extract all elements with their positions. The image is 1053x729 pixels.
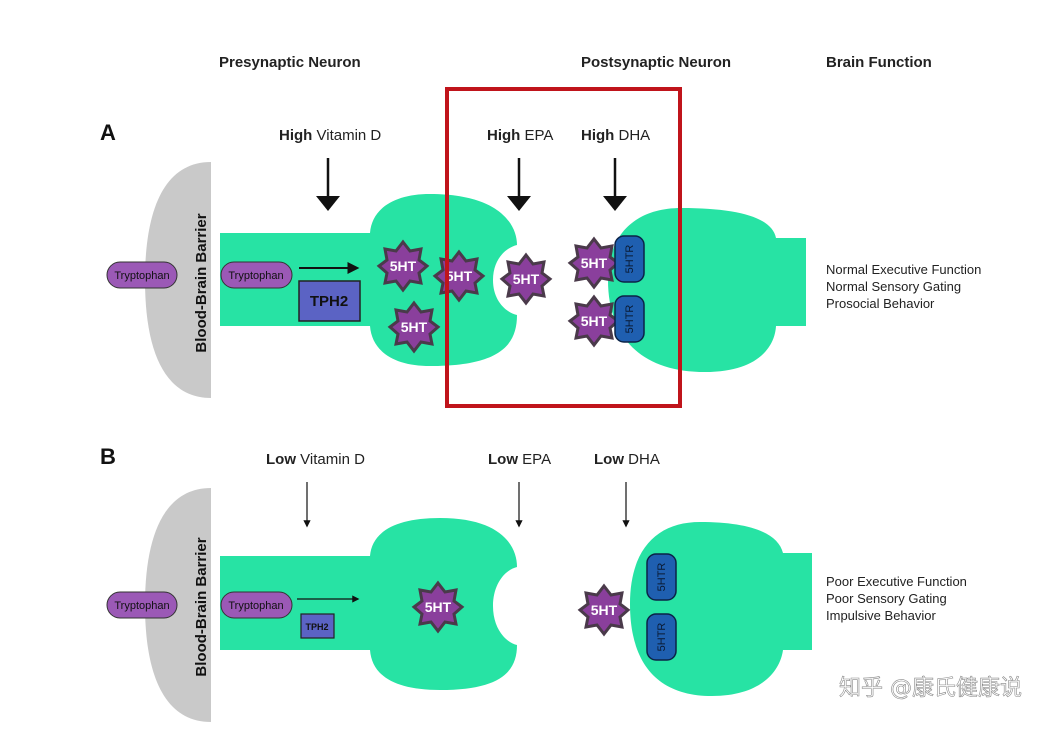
panel-b-barrier-label: Blood-Brain Barrier bbox=[193, 537, 210, 676]
svg-text:5HTR: 5HTR bbox=[656, 623, 668, 652]
panel-b-receptor-1: 5HTR bbox=[646, 553, 677, 601]
panel-b-tryptophan-inside bbox=[220, 591, 293, 619]
panel-b: B Low Vitamin D Low EPA Low DHA Blood-Br… bbox=[100, 444, 967, 722]
svg-text:5HTR: 5HTR bbox=[624, 305, 636, 334]
svg-text:5HT: 5HT bbox=[401, 319, 428, 335]
panel-a-tryptophan-inside bbox=[220, 261, 293, 289]
panel-b-function-1: Poor Executive Function bbox=[826, 574, 967, 589]
panel-b-presynaptic-neuron bbox=[220, 518, 517, 690]
panel-b-function-3: Impulsive Behavior bbox=[826, 608, 936, 623]
header-brain-function: Brain Function bbox=[826, 54, 932, 71]
panel-a-tryptophan-outside bbox=[106, 261, 178, 289]
panel-a-dha-label: High DHA bbox=[581, 127, 650, 144]
panel-a-postsynaptic-neuron bbox=[608, 208, 806, 372]
panel-a-tryptophan-outside-label: Tryptophan bbox=[114, 270, 169, 282]
panel-a-function-1: Normal Executive Function bbox=[826, 262, 981, 277]
panel-a-function-2: Normal Sensory Gating bbox=[826, 279, 961, 294]
panel-b-vitamin-d-label: Low Vitamin D bbox=[266, 451, 365, 468]
svg-text:5HT: 5HT bbox=[581, 255, 608, 271]
panel-a-vitamin-d-arrow bbox=[316, 158, 340, 211]
panel-a-serotonin-1: 5HT bbox=[377, 240, 429, 292]
panel-a-blood-brain-barrier bbox=[145, 162, 211, 398]
panel-a-highlight-box bbox=[445, 87, 682, 408]
panel-a-barrier-label: Blood-Brain Barrier bbox=[193, 213, 210, 352]
svg-text:5HT: 5HT bbox=[390, 258, 417, 274]
panel-b-serotonin-1: 5HT bbox=[412, 581, 464, 633]
panel-a-tryptophan-inside-label: Tryptophan bbox=[228, 270, 283, 282]
panel-a-serotonin-4: 5HT bbox=[500, 253, 552, 305]
panel-b-tph2-enzyme bbox=[300, 613, 335, 639]
panel-a-receptor-2: 5HTR bbox=[614, 295, 645, 343]
panel-a-serotonin-3: 5HT bbox=[388, 301, 440, 353]
panel-a-epa-label: High EPA bbox=[487, 127, 553, 144]
panel-a-serotonin-5: 5HT bbox=[568, 237, 620, 289]
header-presynaptic: Presynaptic Neuron bbox=[219, 54, 361, 71]
svg-text:5HTR: 5HTR bbox=[656, 563, 668, 592]
svg-text:5HTR: 5HTR bbox=[624, 245, 636, 274]
panel-a: A High Vitamin D High EPA High DHA Blood… bbox=[100, 87, 981, 408]
panel-a-serotonin-6: 5HT bbox=[568, 295, 620, 347]
svg-text:5HT: 5HT bbox=[581, 313, 608, 329]
panel-b-postsynaptic-neuron bbox=[630, 522, 812, 696]
svg-text:5HT: 5HT bbox=[591, 602, 618, 618]
svg-text:5HT: 5HT bbox=[425, 599, 452, 615]
panel-a-dha-arrow bbox=[603, 158, 627, 211]
panel-b-label: B bbox=[100, 444, 116, 469]
panel-b-tryptophan-inside-label: Tryptophan bbox=[228, 600, 283, 612]
svg-text:5HT: 5HT bbox=[513, 271, 540, 287]
watermark: 知乎 @康氏健康说 bbox=[839, 676, 1022, 701]
panel-b-tph2-label: TPH2 bbox=[305, 622, 328, 632]
header-postsynaptic: Postsynaptic Neuron bbox=[581, 54, 731, 71]
panel-a-tph2-label: TPH2 bbox=[310, 293, 348, 310]
panel-a-label: A bbox=[100, 120, 116, 145]
panel-b-tryptophan-outside bbox=[106, 591, 178, 619]
panel-a-serotonin-2: 5HT bbox=[433, 250, 485, 302]
panel-a-vitamin-d-label: High Vitamin D bbox=[279, 127, 381, 144]
panel-b-epa-label: Low EPA bbox=[488, 451, 551, 468]
panel-a-presynaptic-neuron bbox=[220, 194, 517, 366]
panel-a-function-3: Prosocial Behavior bbox=[826, 296, 935, 311]
panel-b-serotonin-2: 5HT bbox=[578, 584, 630, 636]
panel-b-receptor-2: 5HTR bbox=[646, 613, 677, 661]
panel-a-epa-arrow bbox=[507, 158, 531, 211]
panel-a-receptor-1: 5HTR bbox=[614, 235, 645, 283]
panel-b-tryptophan-outside-label: Tryptophan bbox=[114, 600, 169, 612]
svg-text:5HT: 5HT bbox=[446, 268, 473, 284]
panel-b-dha-label: Low DHA bbox=[594, 451, 660, 468]
panel-a-tph2-enzyme bbox=[298, 280, 361, 322]
panel-b-blood-brain-barrier bbox=[145, 488, 211, 722]
panel-b-function-2: Poor Sensory Gating bbox=[826, 591, 947, 606]
